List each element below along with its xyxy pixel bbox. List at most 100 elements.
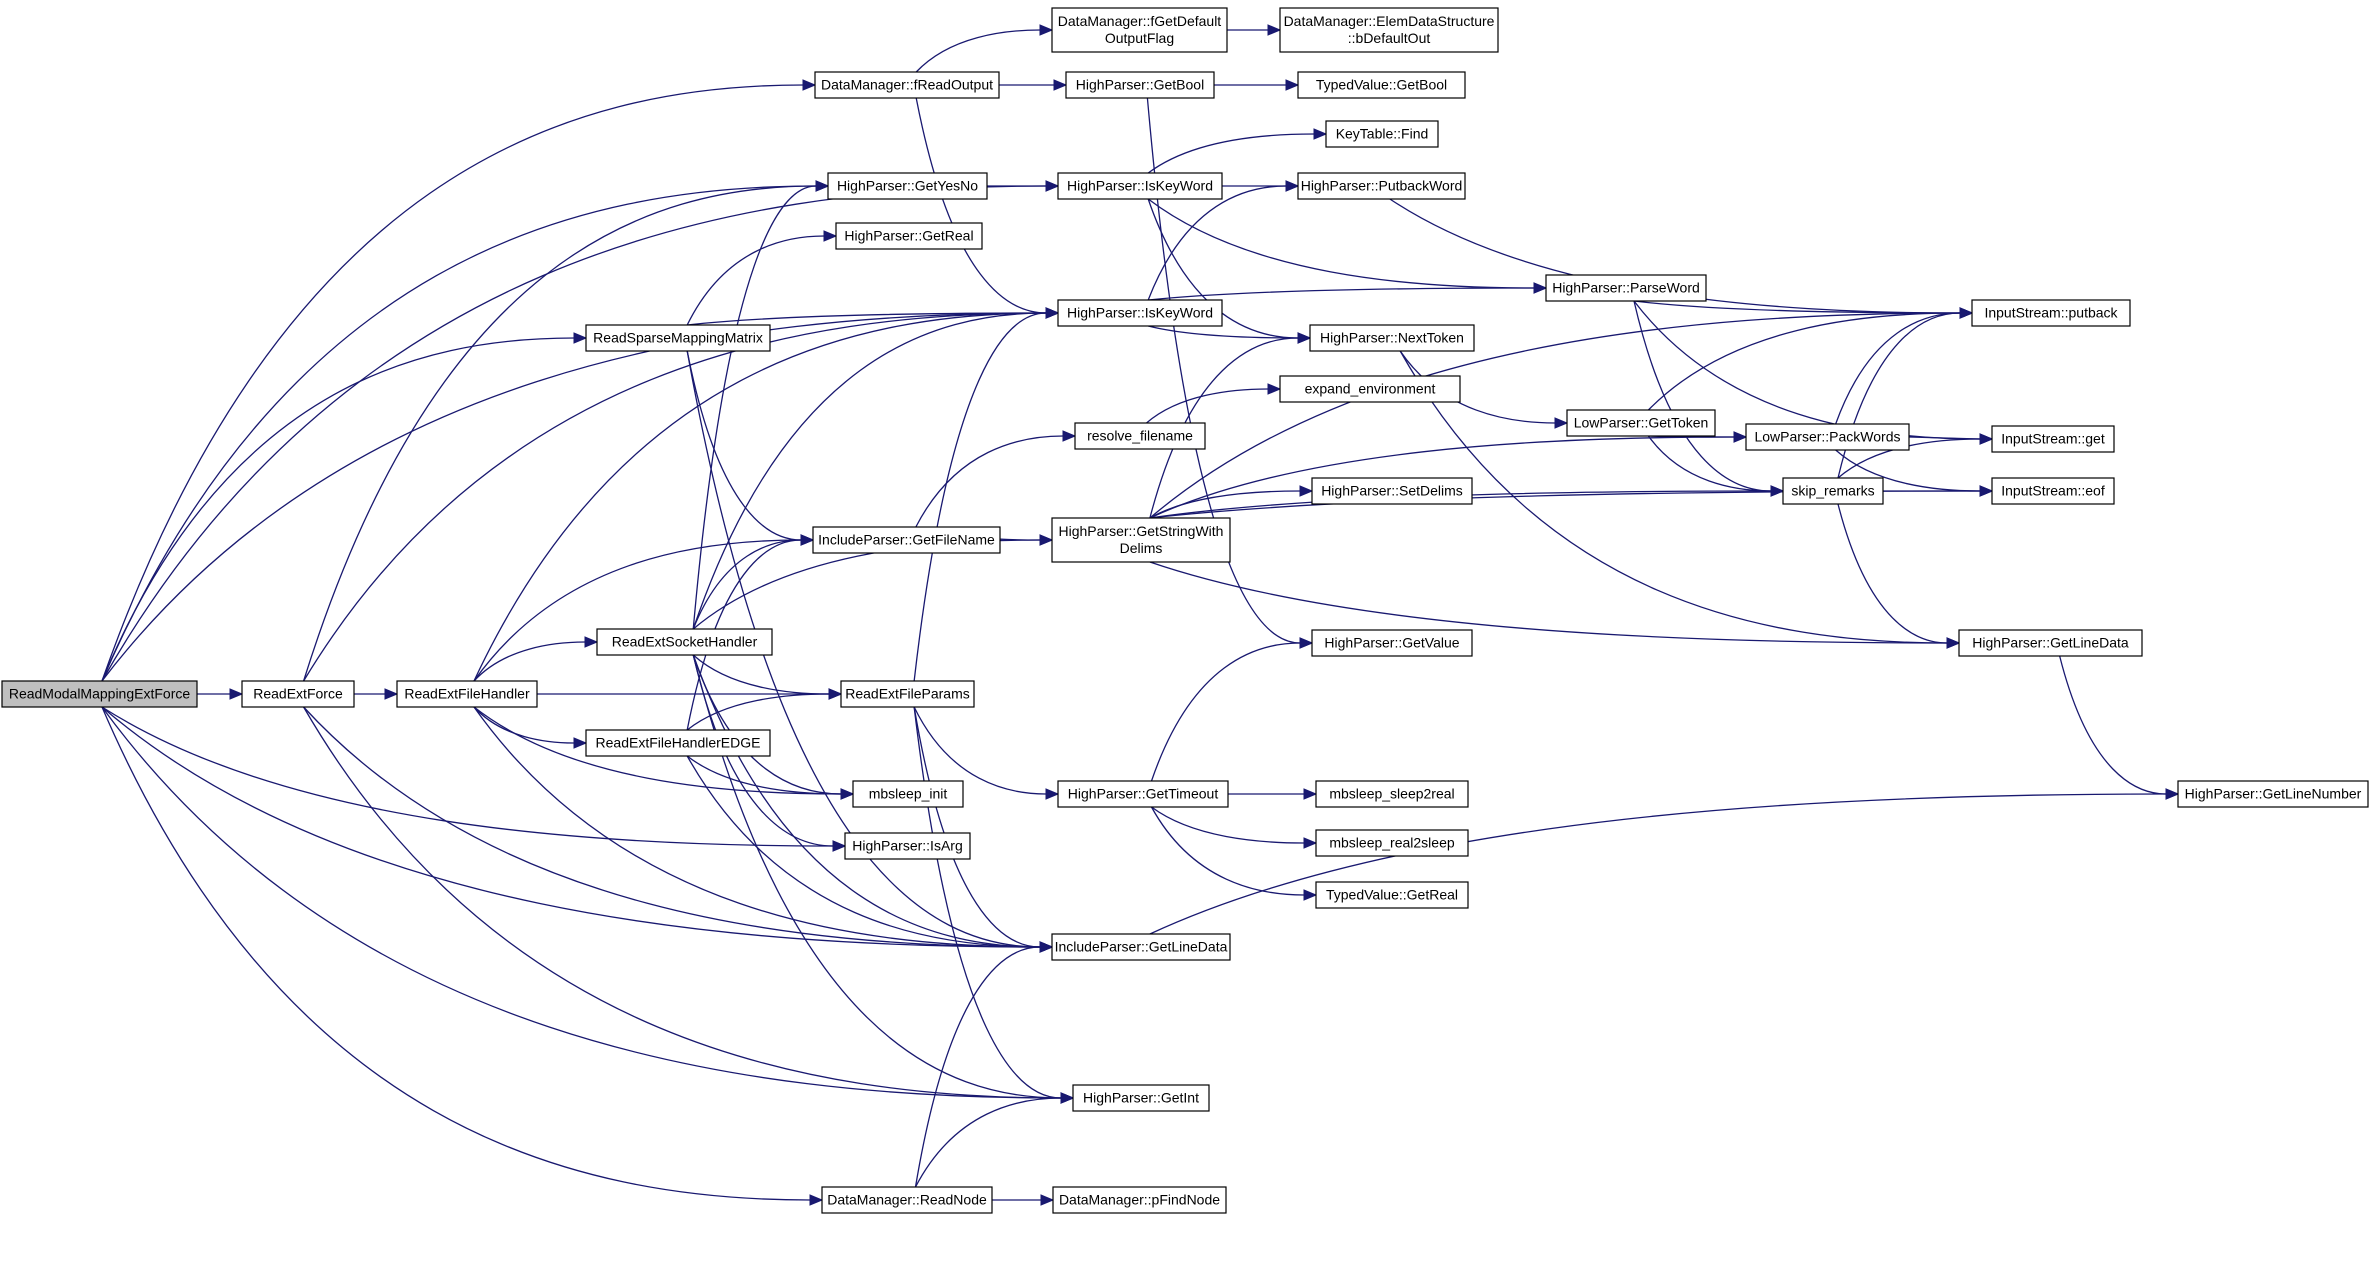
- node-ip_getfilename[interactable]: IncludeParser::GetFileName: [812, 526, 1001, 554]
- edge-dm_readnode-to-ip_getlinedata: [914, 941, 1054, 1188]
- edge-hp_iskeyword2-to-hp_nexttoken: [1148, 325, 1312, 344]
- node-readextfilehandler[interactable]: ReadExtFileHandler: [396, 680, 538, 708]
- edge-arrowhead: [1060, 1092, 1075, 1104]
- node-box: [814, 71, 1000, 99]
- node-readextforce[interactable]: ReadExtForce: [241, 680, 355, 708]
- node-box: [835, 222, 983, 250]
- edge-line: [913, 706, 1047, 795]
- edge-arrowhead: [1062, 430, 1077, 442]
- node-hp_getyesno[interactable]: HighParser::GetYesNo: [827, 172, 988, 200]
- node-root[interactable]: ReadModalMappingExtForce: [1, 680, 198, 708]
- node-hp_gettimeout[interactable]: HighParser::GetTimeout: [1057, 780, 1229, 808]
- node-box: [1057, 299, 1223, 327]
- edge-readextfileparams-to-hp_gettimeout: [913, 706, 1060, 800]
- node-box: [596, 628, 773, 656]
- node-is_eof[interactable]: InputStream::eof: [1991, 477, 2115, 505]
- node-hp_parseword[interactable]: HighParser::ParseWord: [1545, 274, 1707, 302]
- node-box: [1315, 829, 1469, 857]
- edge-line: [692, 185, 817, 630]
- node-label: HighParser::GetBool: [1076, 77, 1204, 93]
- edge-line: [101, 337, 575, 682]
- node-is_get[interactable]: InputStream::get: [1991, 425, 2115, 453]
- node-hp_getbool[interactable]: HighParser::GetBool: [1065, 71, 1215, 99]
- node-box: [1745, 423, 1910, 451]
- node-hp_iskeyword2[interactable]: HighParser::IsKeyWord: [1057, 299, 1223, 327]
- edge-hp_gettimeout-to-tv_getreal: [1150, 806, 1318, 901]
- node-hp_getreal[interactable]: HighParser::GetReal: [835, 222, 983, 250]
- edge-arrowhead: [815, 180, 830, 192]
- node-mbsleep_init[interactable]: mbsleep_init: [852, 780, 964, 808]
- edge-readextsockethandler-to-hp_getint: [692, 654, 1075, 1104]
- node-kt_find[interactable]: KeyTable::Find: [1325, 120, 1439, 148]
- edge-line: [473, 539, 802, 682]
- edge-line: [1149, 337, 1299, 519]
- node-tv_getbool[interactable]: TypedValue::GetBool: [1297, 71, 1466, 99]
- node-box: [1566, 409, 1716, 437]
- node-is_putback[interactable]: InputStream::putback: [1971, 299, 2131, 327]
- edge-arrowhead: [1303, 889, 1318, 901]
- node-label: HighParser::GetLineNumber: [2185, 786, 2362, 802]
- node-dm_freadoutput[interactable]: DataManager::fReadOutput: [814, 71, 1000, 99]
- edge-arrowhead: [1039, 24, 1054, 36]
- node-lp_gettoken[interactable]: LowParser::GetToken: [1566, 409, 1716, 437]
- node-box: [1052, 1186, 1227, 1214]
- node-mbsleep_sleep2real[interactable]: mbsleep_sleep2real: [1315, 780, 1469, 808]
- node-label: ReadExtFileParams: [845, 686, 970, 702]
- node-hp_putbackword[interactable]: HighParser::PutbackWord: [1297, 172, 1466, 200]
- node-hp_getint[interactable]: HighParser::GetInt: [1072, 1084, 1210, 1112]
- node-readextfileparams[interactable]: ReadExtFileParams: [840, 680, 975, 708]
- edge-arrowhead: [1946, 637, 1961, 649]
- edge-skip_remarks-to-is_putback: [1837, 307, 1974, 479]
- edge-arrowhead: [229, 688, 244, 700]
- node-box: [1074, 422, 1206, 450]
- node-box: [585, 324, 771, 352]
- node-label: ReadModalMappingExtForce: [9, 686, 191, 702]
- node-label: KeyTable::Find: [1336, 126, 1429, 142]
- edge-arrowhead: [1267, 383, 1282, 395]
- edge-arrowhead: [1770, 485, 1785, 497]
- edge-line: [1149, 793, 2167, 935]
- node-label: ReadExtFileHandler: [404, 686, 530, 702]
- node-resolve_filename[interactable]: resolve_filename: [1074, 422, 1206, 450]
- node-dm_readnode[interactable]: DataManager::ReadNode: [821, 1186, 993, 1214]
- node-mbsleep_real2sleep[interactable]: mbsleep_real2sleep: [1315, 829, 1469, 857]
- node-hp_isarg[interactable]: HighParser::IsArg: [844, 832, 971, 860]
- node-box: [1958, 629, 2143, 657]
- node-readsparse[interactable]: ReadSparseMappingMatrix: [585, 324, 771, 352]
- node-label: HighParser::PutbackWord: [1301, 178, 1463, 194]
- edge-dm_freadoutput-to-hp_getbool: [999, 79, 1068, 91]
- node-readextfilehandleredge[interactable]: ReadExtFileHandlerEDGE: [585, 729, 771, 757]
- node-hp_getlinenumber[interactable]: HighParser::GetLineNumber: [2177, 780, 2369, 808]
- edge-line: [302, 185, 817, 682]
- node-hp_getlinedata[interactable]: HighParser::GetLineData: [1958, 629, 2143, 657]
- node-hp_iskeyword1[interactable]: HighParser::IsKeyWord: [1057, 172, 1223, 200]
- node-hp_getvalue[interactable]: HighParser::GetValue: [1311, 629, 1473, 657]
- edge-arrowhead: [1313, 128, 1328, 140]
- edge-arrowhead: [802, 79, 817, 91]
- edge-arrowhead: [584, 636, 599, 648]
- edge-hp_parseword-to-skip_remarks: [1633, 300, 1785, 497]
- edge-readextfileparams-to-ip_getlinedata: [913, 706, 1054, 953]
- node-ip_getlinedata[interactable]: IncludeParser::GetLineData: [1051, 933, 1231, 961]
- edge-line: [687, 312, 1047, 326]
- edge-readextfilehandleredge-to-readextfileparams: [686, 688, 843, 731]
- node-label: expand_environment: [1305, 381, 1436, 397]
- node-dm_elemdata[interactable]: DataManager::ElemDataStructure::bDefault…: [1279, 7, 1499, 53]
- node-dm_pfindnode[interactable]: DataManager::pFindNode: [1052, 1186, 1227, 1214]
- node-lp_packwords[interactable]: LowParser::PackWords: [1745, 423, 1910, 451]
- node-expand_env[interactable]: expand_environment: [1279, 375, 1461, 403]
- node-hp_setdelims[interactable]: HighParser::SetDelims: [1311, 477, 1473, 505]
- edge-arrowhead: [1554, 417, 1569, 429]
- node-tv_getreal[interactable]: TypedValue::GetReal: [1315, 881, 1469, 909]
- edge-readextfilehandler-to-hp_iskeyword2: [473, 307, 1060, 682]
- edge-hp_getbool-to-tv_getbool: [1214, 79, 1300, 91]
- edge-readsparse-to-hp_getreal: [686, 230, 838, 326]
- node-skip_remarks[interactable]: skip_remarks: [1782, 477, 1884, 505]
- node-readextsockethandler[interactable]: ReadExtSocketHandler: [596, 628, 773, 656]
- edge-line: [913, 706, 1041, 948]
- node-hp_nexttoken[interactable]: HighParser::NextToken: [1309, 324, 1475, 352]
